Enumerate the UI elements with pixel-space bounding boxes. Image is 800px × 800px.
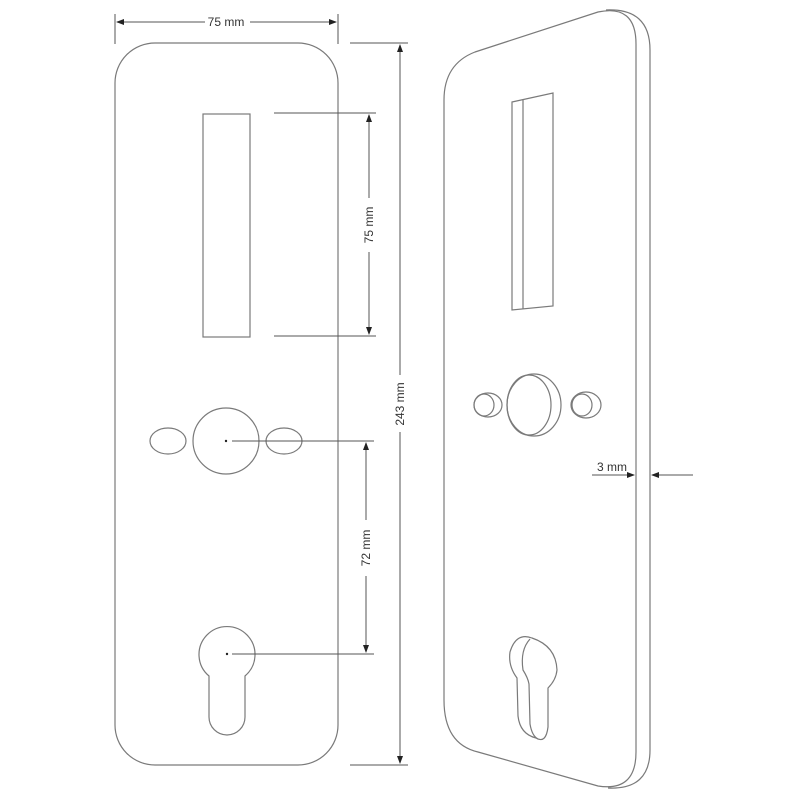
front-cylinder-cutout bbox=[198, 625, 256, 736]
front-slot bbox=[202, 113, 251, 338]
thickness-dimension: 3 mm bbox=[592, 460, 693, 478]
front-left-screw-hole bbox=[149, 427, 187, 455]
perspective-cylinder-depth bbox=[521, 638, 539, 740]
plate-back-edge bbox=[605, 9, 651, 789]
width-dimension: 75 mm bbox=[114, 14, 339, 44]
perspective-left-hole-depth bbox=[473, 393, 495, 417]
perspective-spindle-hole bbox=[506, 373, 562, 437]
center-distance-label: 72 mm bbox=[359, 530, 373, 567]
thickness-label: 3 mm bbox=[597, 460, 627, 474]
width-dimension-label: 75 mm bbox=[208, 15, 245, 29]
slot-height-label: 75 mm bbox=[362, 207, 376, 244]
front-plate-outline bbox=[114, 42, 339, 766]
front-cylinder-center bbox=[225, 652, 229, 656]
perspective-slot bbox=[511, 92, 554, 311]
slot-height-dimension: 75 mm bbox=[274, 112, 376, 337]
total-height-label: 243 mm bbox=[393, 382, 407, 425]
total-height-dimension: 243 mm bbox=[350, 42, 408, 766]
perspective-spindle-depth bbox=[506, 374, 552, 436]
perspective-cylinder-cutout bbox=[509, 636, 558, 741]
center-distance-dimension: 72 mm bbox=[232, 440, 374, 655]
front-view bbox=[114, 42, 339, 766]
perspective-view bbox=[443, 9, 651, 789]
plate-front-face bbox=[443, 10, 637, 788]
perspective-right-hole-depth bbox=[571, 393, 593, 417]
perspective-right-screw-hole bbox=[570, 391, 602, 419]
front-spindle-center bbox=[224, 439, 228, 443]
